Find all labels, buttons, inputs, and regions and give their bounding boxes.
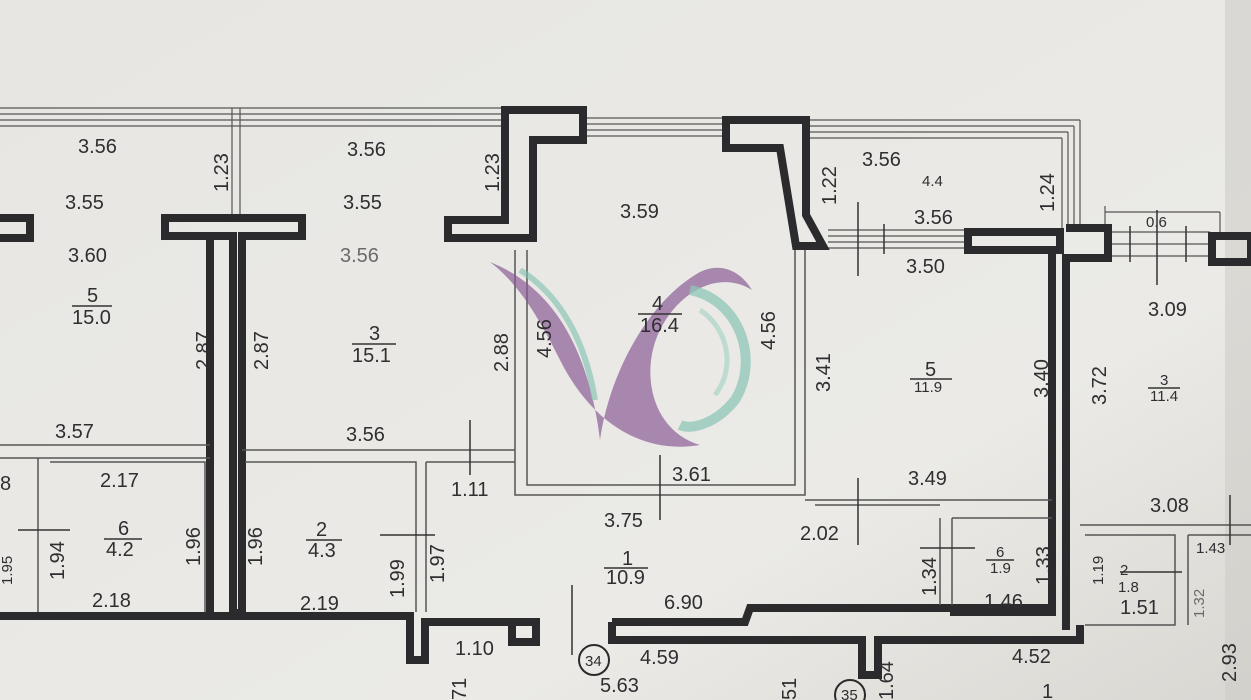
dim-label: 2.87: [251, 331, 273, 370]
axis-label: 34: [585, 653, 602, 670]
dim-label: 1.95: [0, 556, 16, 585]
dim-label: 1.64: [876, 661, 898, 700]
dim-label: 1.99: [387, 559, 409, 598]
dim-label: 71: [449, 678, 471, 700]
axis-label: 35: [841, 687, 858, 700]
room-area: 1.9: [990, 560, 1011, 577]
dim-label: 1.94: [47, 541, 69, 580]
paper-shadow-right: [1225, 0, 1251, 700]
room-area: 1.8: [1118, 579, 1139, 596]
dim-label: 3.40: [1031, 359, 1053, 398]
dim-label: 1.96: [245, 527, 267, 566]
walls: [0, 106, 1251, 679]
dim-label: 3.72: [1089, 366, 1111, 405]
dim-label: 1.51: [1120, 597, 1159, 619]
dim-label: 2.18: [92, 590, 131, 612]
dim-label: 3.49: [908, 468, 947, 490]
dim-label: 2.19: [300, 593, 339, 615]
dim-label: 2.87: [193, 331, 215, 370]
dim-label: 3.55: [65, 192, 104, 214]
dim-label: 2.17: [100, 470, 139, 492]
room-number: 6: [996, 544, 1004, 561]
dim-label: 8: [0, 473, 11, 495]
dim-label: 4.52: [1012, 646, 1051, 668]
dim-label: 3.57: [55, 421, 94, 443]
room-area: 15.1: [352, 345, 391, 367]
dimension-ticks: [18, 420, 1231, 655]
dim-label: 1.32: [1191, 589, 1208, 618]
dim-label: 3.56: [862, 149, 901, 171]
room-number: 6: [118, 518, 129, 540]
dim-label: 3.56: [78, 136, 117, 158]
dimension-labels: 3.56 3.55 3.60 5 15.0 3.56 3.55 3.56 3 1…: [0, 136, 1225, 700]
dim-label: 1.43: [1196, 540, 1225, 557]
dim-label: 1.23: [211, 153, 233, 192]
room-area: 10.9: [606, 567, 645, 589]
dim-label: 1.24: [1037, 173, 1059, 212]
dim-label: 1.33: [1033, 546, 1055, 585]
room-number: 3: [369, 323, 380, 345]
room-area: 16.4: [640, 315, 679, 337]
dim-label: 3.59: [620, 201, 659, 223]
dim-label: 4.59: [640, 647, 679, 669]
room-number: 5: [925, 359, 936, 381]
dim-label: 1.34: [919, 557, 941, 596]
dim-label: 3.50: [906, 256, 945, 278]
dim-label: 2.93: [1219, 643, 1241, 682]
dim-label: 6.90: [664, 592, 703, 614]
dim-label: 1: [1042, 681, 1053, 700]
room-number: 4: [652, 293, 663, 315]
dim-label: 2.02: [800, 523, 839, 545]
dim-label: 3.61: [672, 464, 711, 486]
dim-label: 3.08: [1150, 495, 1189, 517]
axis-marker-35: [834, 679, 866, 700]
top-window-strip: [0, 107, 1081, 228]
dim-label: 3.41: [813, 353, 835, 392]
room-number: 2: [1120, 562, 1128, 579]
dim-label: 1.96: [183, 527, 205, 566]
axis-marker-34: [578, 644, 610, 676]
dim-label: 4.56: [758, 311, 780, 350]
room-number: 1: [622, 548, 633, 570]
room-area: 4.2: [106, 539, 134, 561]
dim-label: 1.10: [455, 638, 494, 660]
dim-label: 1.23: [482, 153, 504, 192]
stylized-v-swirl-logo-icon: [490, 262, 752, 447]
dim-label: 1.97: [427, 544, 449, 583]
dim-label: 51: [779, 678, 801, 700]
dim-label: 1.22: [819, 166, 841, 205]
dim-label: 1.11: [451, 479, 488, 501]
room-number: 5: [87, 285, 98, 307]
dim-label: 3.56: [340, 245, 379, 267]
dim-label: 3.56: [914, 207, 953, 229]
room-area: 4.3: [308, 540, 336, 562]
dim-label: 3.75: [604, 510, 643, 532]
room-area: 15.0: [72, 307, 111, 329]
vertical-dimension-labels: 1.23 2.87 2.87 1.23 2.88 4.56 4.56 1.22 …: [0, 153, 1241, 700]
room-area: 11.4: [1150, 388, 1178, 405]
room-number: 4.4: [922, 173, 943, 190]
dim-label: 3.60: [68, 245, 107, 267]
room-number: 3: [1160, 372, 1168, 389]
dim-label: 3.56: [347, 139, 386, 161]
dim-label: 1.19: [1090, 556, 1107, 585]
dim-label: 1.46: [984, 591, 1023, 613]
dim-label: 5.63: [600, 675, 639, 697]
dim-label: 3.55: [343, 192, 382, 214]
dim-label: 3.56: [346, 424, 385, 446]
room-number: 2: [316, 519, 327, 541]
dim-label: 2.88: [491, 333, 513, 372]
room-area: 11.9: [914, 379, 942, 396]
dim-label: 4.56: [534, 319, 556, 358]
dim-label: 0.6: [1146, 214, 1167, 231]
dim-label: 3.09: [1148, 299, 1187, 321]
